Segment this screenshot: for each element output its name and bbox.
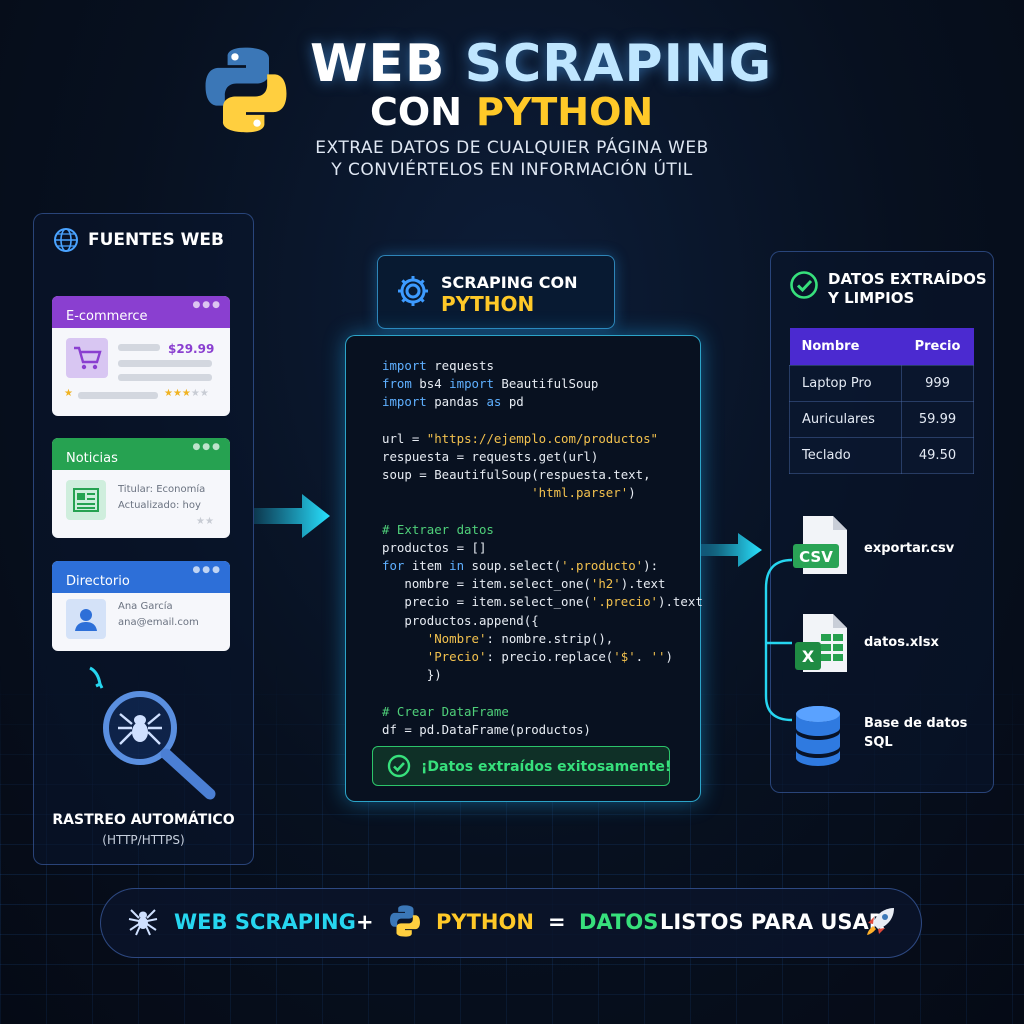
results-title-line2: Y LIMPIOS [828, 289, 915, 307]
ecommerce-card: E-commerce●●● $29.99 ★ ★★★★★ [52, 296, 230, 416]
table-cell: 59.99 [901, 400, 974, 438]
arrow-right-icon [698, 533, 762, 567]
code-line: from bs4 import BeautifulSoup [382, 376, 599, 392]
product-price: $29.99 [168, 342, 215, 356]
footer-listos: LISTOS PARA USAR [660, 910, 885, 934]
directory-label: Directorio [66, 574, 130, 589]
magnifier-spider-icon [89, 666, 216, 800]
directory-card: Directorio●●● Ana García ana@email.com [52, 561, 230, 651]
code-line: df = pd.DataFrame(productos) [382, 721, 591, 737]
code-line: soup = BeautifulSoup(respuesta.text, [382, 467, 651, 483]
code-line: 'Precio': precio.replace('$'. '') [426, 649, 673, 664]
cart-icon [66, 338, 108, 378]
code-line: # Extraer datos [382, 521, 494, 537]
globe-icon [54, 228, 78, 252]
news-card: Noticias●●● Titular: Economía Actualizad… [52, 438, 230, 538]
footer-web-scraping: WEB SCRAPING [174, 910, 356, 934]
rating-stars: ★★ [196, 516, 214, 527]
rating-stars: ★ [64, 388, 73, 399]
export-connector [764, 558, 793, 722]
code-line: 'Nombre': nombre.strip(), [426, 630, 614, 646]
footer-python: PYTHON [436, 910, 534, 934]
python-code: import requests from bs4 import Beautiful… [382, 357, 703, 739]
ecommerce-label: E-commerce [66, 309, 148, 324]
code-line: # Crear DataFrame [382, 703, 509, 719]
xlsx-export-label: datos.xlsx [864, 635, 939, 650]
table-cell: 49.50 [901, 436, 974, 474]
footer-plus: + [356, 910, 374, 934]
code-line: respuesta = requests.get(url) [382, 448, 599, 464]
page-title-line1: WEB SCRAPING [310, 34, 773, 94]
code-editor [345, 335, 701, 802]
database-icon [796, 706, 840, 766]
subtitle-line2: Y CONVIÉRTELOS EN INFORMACIÓN ÚTIL [331, 160, 693, 180]
arrow-right-icon [254, 494, 330, 538]
crawl-protocol: (HTTP/HTTPS) [102, 833, 185, 847]
table-cell: Teclado [789, 436, 902, 474]
code-line: }) [382, 667, 442, 683]
table-cell: Auriculares [789, 400, 902, 438]
table-row: Auriculares 59.99 [789, 400, 974, 438]
table-cell: Laptop Pro [789, 364, 902, 402]
results-title-line1: DATOS EXTRAÍDOS [828, 270, 987, 288]
scraping-title-line1: SCRAPING CON [441, 273, 578, 292]
footer-datos: DATOS [579, 910, 659, 934]
code-line: url = "https://ejemplo.com/productos" [382, 430, 659, 446]
news-headline: Titular: Economía [118, 484, 206, 495]
results-table: Nombre Precio Laptop Pro 999 Auriculares… [789, 328, 974, 474]
footer-equals: = [548, 910, 566, 934]
crawl-title: RASTREO AUTOMÁTICO [52, 812, 235, 828]
rating-stars: ★★★★★ [164, 388, 209, 399]
code-line: import requests [382, 358, 494, 373]
table-cell: 999 [901, 364, 974, 402]
footer-banner [100, 888, 922, 958]
scraping-header-box [377, 255, 615, 329]
code-line: nombre = item.select_one('h2').text [382, 576, 666, 592]
code-line [382, 412, 703, 430]
spider-icon [128, 909, 158, 936]
code-line [382, 503, 703, 521]
column-header-precio: Precio [901, 328, 974, 365]
python-logo-icon [205, 47, 287, 133]
table-row: Teclado 49.50 [789, 436, 974, 474]
column-header-nombre: Nombre [789, 328, 902, 365]
gear-icon [398, 276, 428, 306]
news-icon [66, 480, 106, 520]
code-line [382, 684, 703, 702]
success-message: ¡Datos extraídos exitosamente! [421, 759, 672, 775]
code-line: productos = [] [382, 539, 487, 555]
check-circle-icon [790, 271, 818, 299]
rocket-icon [867, 908, 894, 935]
xlsx-badge: X [802, 647, 815, 666]
sources-title: FUENTES WEB [88, 230, 224, 250]
user-icon [66, 599, 106, 639]
code-line: 'html.parser') [531, 485, 636, 501]
contact-name: Ana García [118, 601, 173, 612]
check-circle-icon [387, 754, 411, 778]
excel-file-icon: X [795, 614, 847, 672]
contact-email: ana@email.com [118, 617, 199, 628]
code-line: for item in soup.select('.producto'): [382, 558, 659, 574]
csv-export-label: exportar.csv [864, 541, 955, 556]
code-line: productos.append({ [382, 612, 539, 628]
scraping-title-line2: PYTHON [441, 292, 535, 316]
news-label: Noticias [66, 451, 118, 466]
sql-export-label-line2: SQL [864, 735, 893, 750]
code-line: import pandas as pd [382, 394, 524, 410]
python-logo-icon [390, 905, 420, 937]
subtitle-line1: EXTRAE DATOS DE CUALQUIER PÁGINA WEB [315, 138, 709, 158]
sql-export-label: Base de datos [864, 716, 968, 731]
table-row: Laptop Pro 999 [789, 364, 974, 402]
code-line: precio = item.select_one('.precio').text [382, 594, 703, 610]
csv-file-icon: CSV [793, 516, 847, 574]
success-banner [372, 746, 670, 786]
csv-badge: CSV [799, 548, 833, 566]
news-updated: Actualizado: hoy [118, 500, 201, 511]
